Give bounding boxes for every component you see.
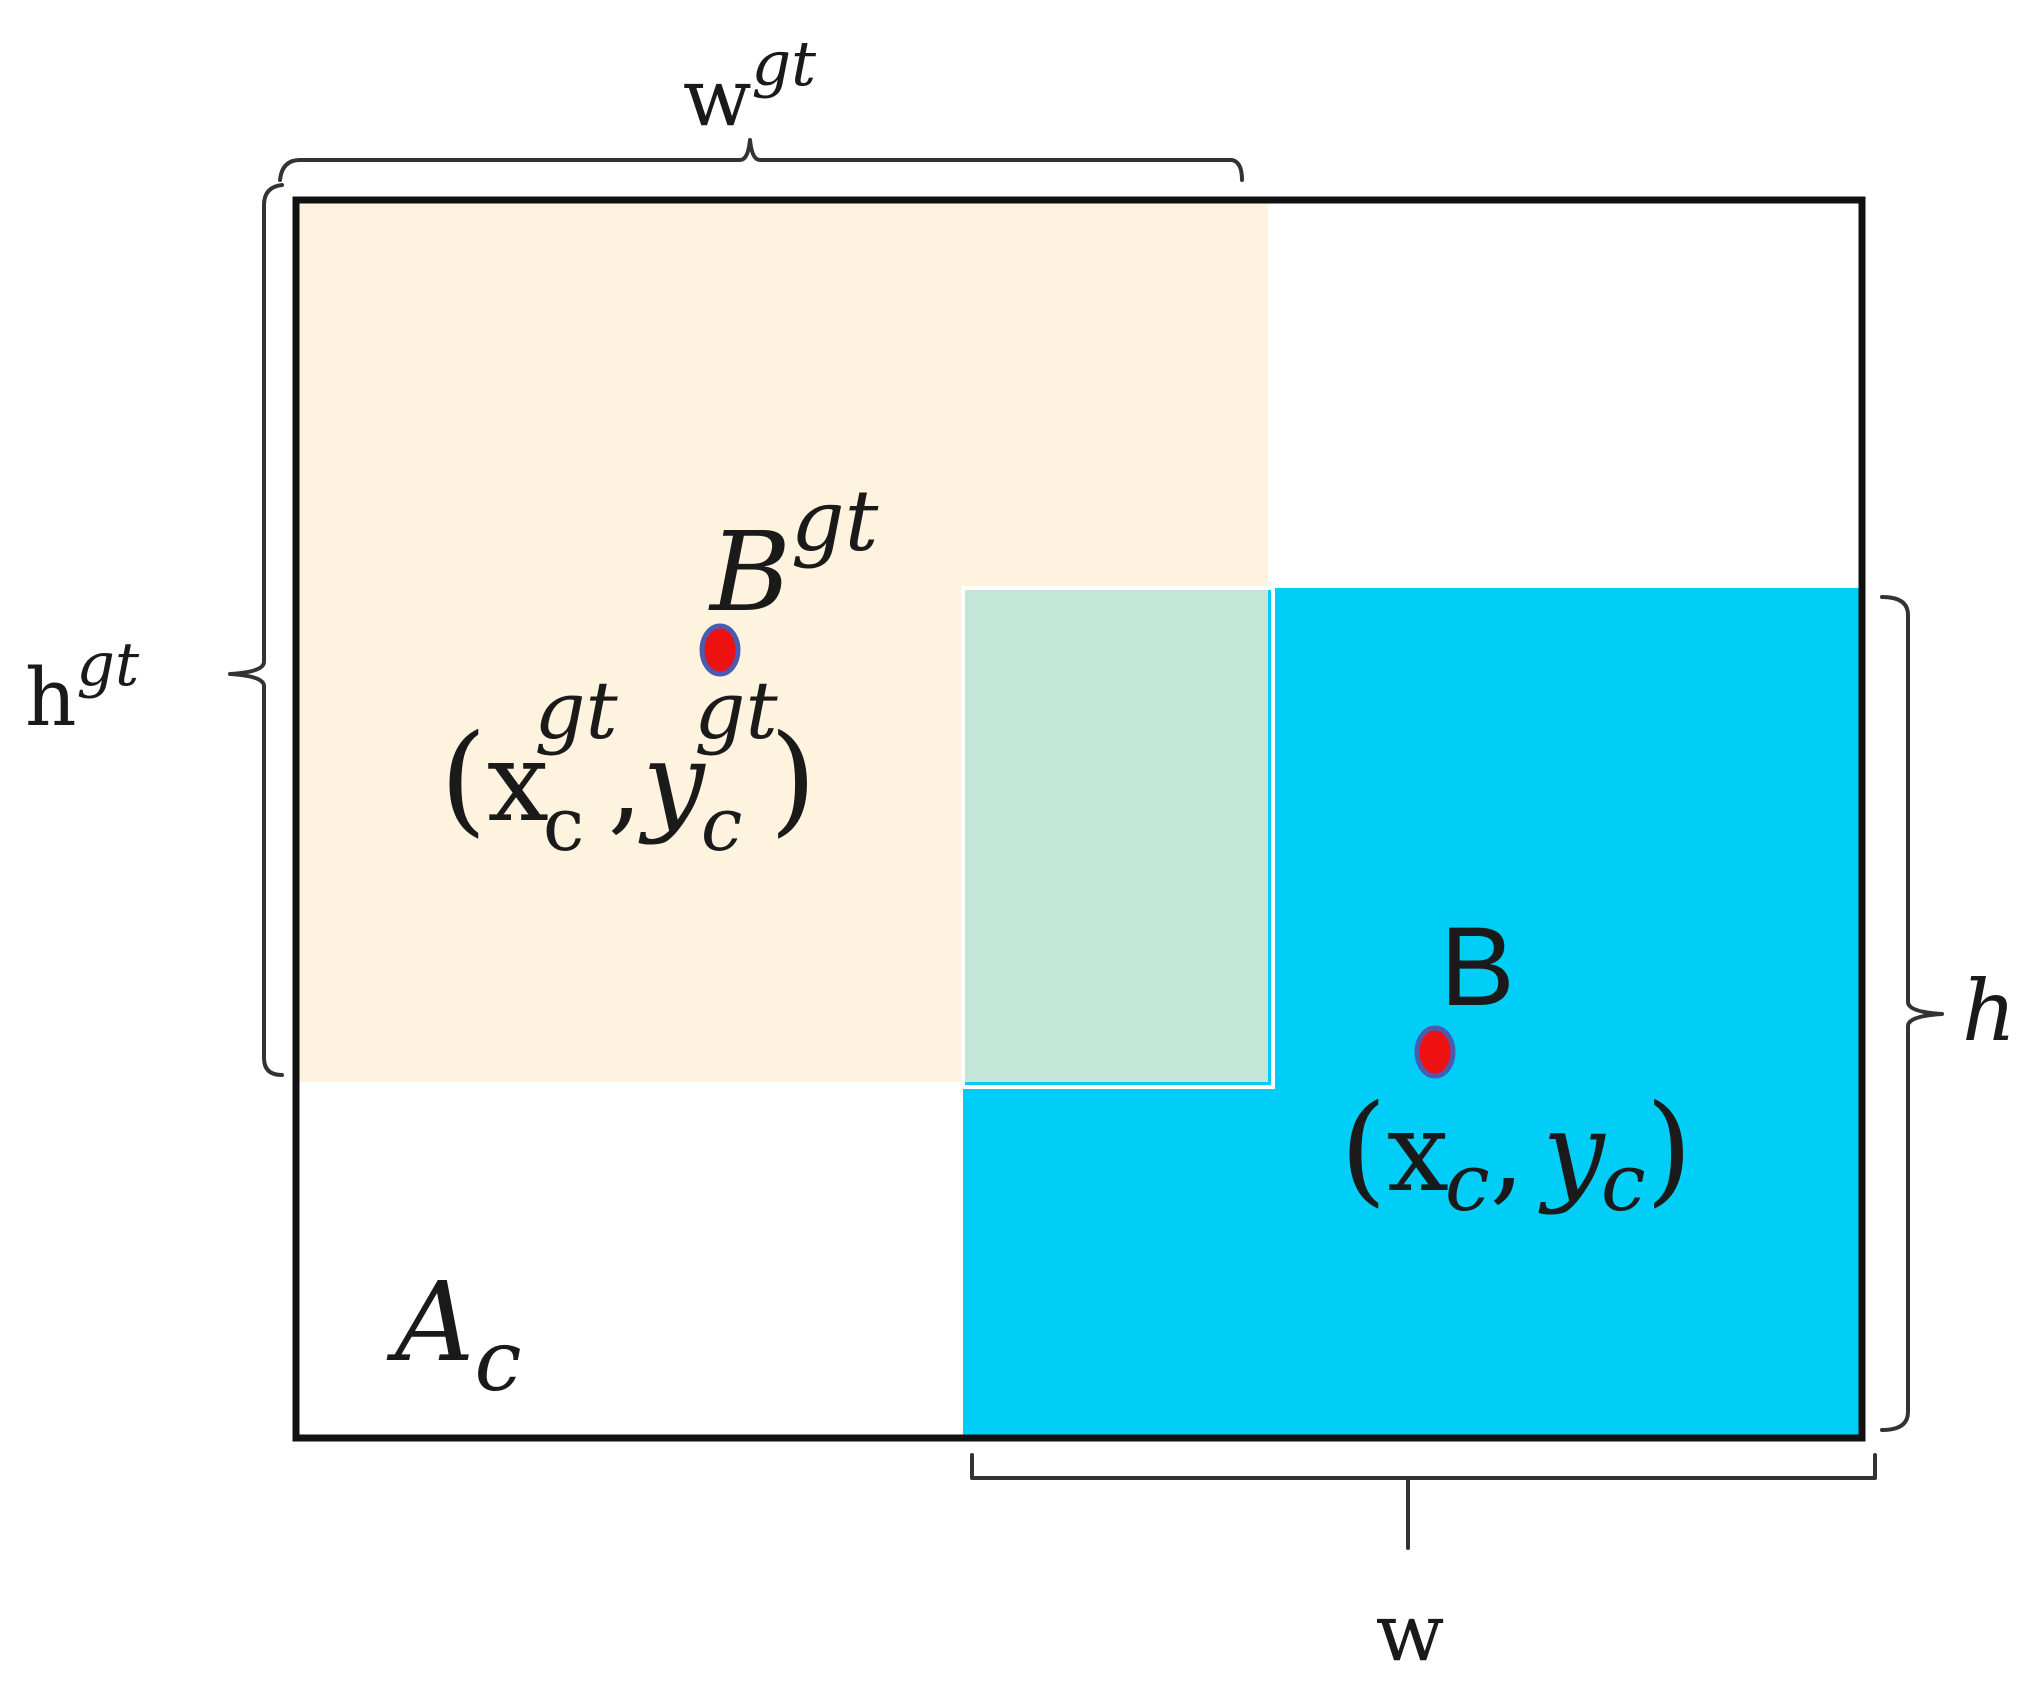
brace-h-gt bbox=[228, 183, 284, 1077]
brace-w bbox=[970, 1453, 1877, 1550]
label-w-gt: wgt bbox=[683, 27, 816, 144]
label-gt-center-coordinates: (xcgt,ycgt) bbox=[440, 664, 816, 868]
label-b-gt: Bgt bbox=[708, 472, 879, 636]
label-h: h bbox=[1962, 962, 2016, 1060]
label-predicted-center-coordinates: (xc,yc) bbox=[1340, 1080, 1692, 1229]
overlap-border bbox=[961, 586, 1275, 1089]
brace-h bbox=[1880, 595, 1944, 1432]
label-a-c: Ac bbox=[386, 1258, 522, 1410]
label-w: w bbox=[1376, 1586, 1444, 1679]
predicted-center-point bbox=[1414, 1025, 1456, 1079]
label-h-gt: hgt bbox=[25, 630, 140, 744]
overlap-region bbox=[963, 588, 1268, 1082]
label-b: B bbox=[1440, 904, 1515, 1029]
brace-w-gt bbox=[278, 138, 1244, 182]
ground-truth-center-point bbox=[699, 623, 741, 677]
enclosing-box bbox=[292, 196, 1866, 1442]
